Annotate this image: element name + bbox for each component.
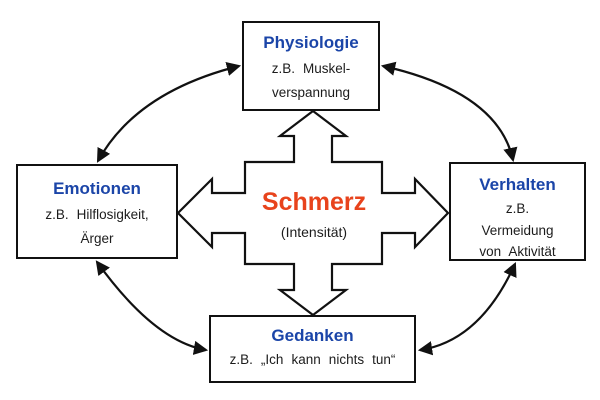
schmerz-title: Schmerz — [261, 187, 367, 216]
node-verhalten-example-line: von Aktivität — [479, 244, 556, 259]
node-emotionen-example-line: Ärger — [80, 231, 114, 246]
curve-emotionen-gedanken — [95, 260, 209, 355]
schmerz-subtitle: (Intensität) — [280, 223, 348, 240]
node-verhalten-example-line: Vermeidung — [481, 222, 554, 238]
node-gedanken-title: Gedanken — [271, 326, 354, 345]
node-gedanken: Gedanken z.B. „Ich kann nichts tun“ — [209, 315, 416, 383]
node-emotionen-example-line: z.B. Hilflosigkeit, — [45, 207, 149, 222]
curve-verhalten-gedanken — [417, 262, 517, 356]
node-emotionen-title: Emotionen — [53, 179, 141, 198]
curve-physiologie-verhalten — [380, 61, 518, 163]
node-emotionen: Emotionen z.B. Hilflosigkeit, Ärger — [16, 164, 178, 259]
center-label-schmerz: Schmerz (Intensität) — [245, 164, 383, 264]
node-verhalten-title: Verhalten — [479, 175, 556, 194]
node-physiologie-title: Physiologie — [263, 33, 359, 52]
curve-emotionen-physiologie — [96, 62, 242, 163]
node-physiologie: Physiologie z.B. Muskel- verspannung — [242, 21, 380, 111]
node-verhalten-example-line: z.B. — [505, 201, 530, 216]
node-physiologie-example-line: z.B. Muskel- — [271, 61, 351, 76]
node-verhalten: Verhalten z.B. Vermeidung von Aktivität — [449, 162, 586, 261]
node-gedanken-example-line: z.B. „Ich kann nichts tun“ — [229, 352, 396, 367]
node-physiologie-example-line: verspannung — [271, 85, 351, 100]
